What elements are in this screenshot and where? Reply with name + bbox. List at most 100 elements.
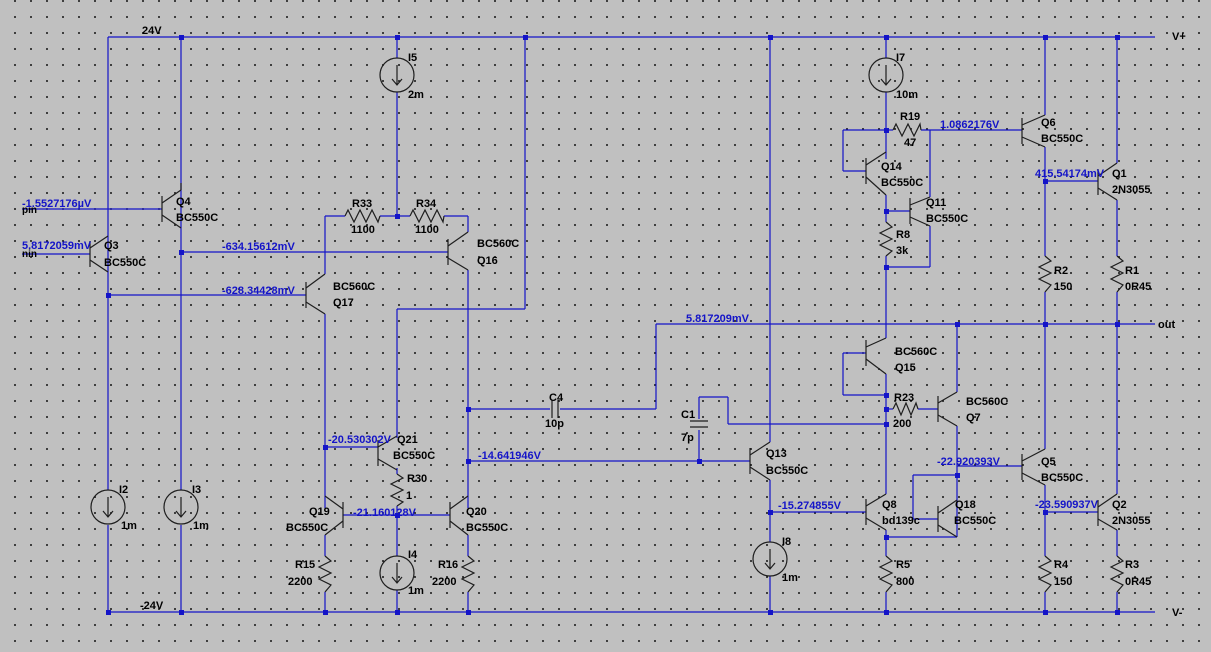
r3-resistor <box>1109 555 1125 593</box>
node-voltage-label: -23.590937V <box>1035 499 1099 511</box>
component-label-r23: R23 <box>894 392 914 404</box>
q16-pnp-transistor <box>447 231 469 271</box>
component-label-r3: R3 <box>1125 559 1139 571</box>
component-label-i8: I8 <box>782 536 791 548</box>
component-label-r33v: 1100 <box>351 224 375 236</box>
component-label-r15v: 2200 <box>288 576 312 588</box>
component-label-r33: R33 <box>352 198 372 210</box>
component-label-q11m: BC550C <box>926 213 968 225</box>
q19-npn-transistor <box>324 495 344 536</box>
q17-pnp-transistor <box>305 273 326 315</box>
component-label-q2m: 2N3055 <box>1112 515 1151 527</box>
component-label-i4v: 1m <box>408 585 424 597</box>
pin-port-label: pin <box>22 205 37 216</box>
component-label-q16m: BC560C <box>477 238 519 250</box>
component-label-r30: R30 <box>407 473 427 485</box>
component-label-q17: Q17 <box>333 297 354 309</box>
component-label-q14: Q14 <box>881 161 903 173</box>
component-label-i8v: 1m <box>782 572 798 584</box>
component-label-r15: R15 <box>295 559 315 571</box>
component-label-r16: R16 <box>438 559 458 571</box>
component-label-r5: R5 <box>896 559 910 571</box>
node-voltage-label: -22.920393V <box>937 456 1001 468</box>
component-label-q13: Q13 <box>766 448 787 460</box>
r15-resistor <box>317 555 333 593</box>
q2-npn-transistor <box>1097 493 1118 531</box>
component-label-q7: Q7 <box>966 412 981 424</box>
devices <box>89 57 1125 593</box>
i2-current-source <box>90 489 126 525</box>
q4-npn-transistor <box>161 183 182 229</box>
r1-resistor <box>1109 255 1125 293</box>
component-label-i4: I4 <box>408 549 418 561</box>
port-labels: 24V -24V V+ V- out pin nin <box>22 25 1186 619</box>
node-voltage-label: 5.817209mV <box>686 313 750 325</box>
component-labels: Q4BC550CQ3BC550CI21mI31mI52mR331100R3411… <box>104 52 1151 597</box>
q20-npn-transistor <box>449 495 469 536</box>
component-label-r2v: 150 <box>1054 281 1072 293</box>
vplus-port-label: V+ <box>1172 31 1186 43</box>
q18-npn-transistor <box>937 499 958 538</box>
node-voltage-label: -14.641946V <box>478 450 542 462</box>
i4-current-source <box>379 555 415 591</box>
q15-pnp-transistor <box>865 337 887 375</box>
component-label-q4: Q4 <box>176 196 192 208</box>
node-voltage-label: -15.274855V <box>778 500 842 512</box>
component-label-i7: I7 <box>896 52 905 64</box>
q7-pnp-transistor <box>937 391 958 427</box>
node-voltage-label: 415.54174mV <box>1035 168 1105 180</box>
q13-npn-transistor <box>749 441 771 481</box>
r8-resistor <box>878 221 894 257</box>
component-label-q19: Q19 <box>309 506 330 518</box>
component-label-q21: Q21 <box>397 434 418 446</box>
component-label-r34v: 1100 <box>415 224 439 236</box>
component-label-i7v: 10m <box>896 89 918 101</box>
q6-npn-transistor <box>1021 114 1046 148</box>
node-voltage-label: -1.5527176µV <box>22 198 92 210</box>
component-label-i3: I3 <box>192 484 201 496</box>
component-label-r19: R19 <box>900 111 920 123</box>
component-label-i3v: 1m <box>193 520 209 532</box>
r30-resistor <box>389 473 405 507</box>
component-label-q3: Q3 <box>104 240 119 252</box>
node-voltage-label: 1.0862176V <box>940 119 1000 131</box>
component-label-c1: C1 <box>681 409 695 421</box>
component-label-i5v: 2m <box>408 89 424 101</box>
r4-resistor <box>1037 555 1053 593</box>
component-label-q18m: BC550C <box>954 515 996 527</box>
node-voltage-label: -20.530302V <box>328 434 392 446</box>
component-label-q15m: BC560C <box>895 346 937 358</box>
component-label-r23v: 200 <box>893 418 911 430</box>
component-label-q1: Q1 <box>1112 168 1127 180</box>
component-label-q13m: BC550C <box>766 465 808 477</box>
vminus-port-label: V- <box>1172 607 1183 619</box>
component-label-r1: R1 <box>1125 265 1139 277</box>
component-label-q3m: BC550C <box>104 257 146 269</box>
i7-current-source <box>868 57 904 93</box>
component-label-q20m: BC550C <box>466 522 508 534</box>
component-label-r1v: 0R45 <box>1125 281 1151 293</box>
component-label-r2: R2 <box>1054 265 1068 277</box>
c1-capacitor <box>690 420 708 428</box>
node-voltage-labels: -1.5527176µV5.8172059mV-634.15612mV-628.… <box>22 119 1105 519</box>
component-label-r34: R34 <box>416 198 437 210</box>
component-label-q5: Q5 <box>1041 456 1056 468</box>
r16-resistor <box>460 555 476 593</box>
supply-neg-label: -24V <box>140 600 164 612</box>
component-label-q7m: BC560C <box>966 396 1008 408</box>
component-label-r5v: 800 <box>896 576 914 588</box>
component-label-r4: R4 <box>1054 559 1069 571</box>
r5-resistor <box>878 555 894 593</box>
component-label-q11: Q11 <box>926 197 946 209</box>
node-voltage-label: -628.34428mV <box>222 285 295 297</box>
q1-npn-transistor <box>1097 162 1118 201</box>
component-label-q8: Q8 <box>882 499 897 511</box>
component-label-q17m: BC560C <box>333 281 375 293</box>
component-label-q8m: bd139c <box>882 515 920 527</box>
component-label-q18: Q18 <box>955 499 976 511</box>
component-label-r4v: 150 <box>1054 576 1072 588</box>
i5-current-source <box>379 57 415 93</box>
component-label-q15: Q15 <box>895 362 916 374</box>
